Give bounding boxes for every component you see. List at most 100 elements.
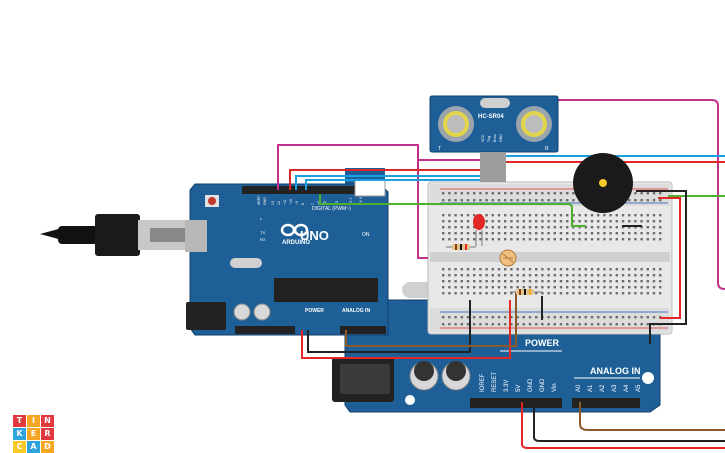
breadboard-hole[interactable] — [634, 292, 637, 295]
breadboard-hole[interactable] — [473, 232, 476, 235]
breadboard-hole[interactable] — [466, 292, 470, 295]
breadboard-hole[interactable] — [566, 274, 569, 277]
breadboard-hole[interactable] — [634, 238, 637, 241]
breadboard-hole[interactable] — [646, 286, 649, 289]
breadboard-hole[interactable] — [628, 220, 631, 223]
breadboard-hole[interactable] — [559, 268, 563, 271]
breadboard-hole[interactable] — [652, 232, 656, 235]
breadboard-hole[interactable] — [659, 214, 662, 217]
breadboard-hole[interactable] — [659, 192, 662, 195]
breadboard-hole[interactable] — [646, 192, 649, 195]
breadboard-hole[interactable] — [522, 214, 525, 217]
breadboard-hole[interactable] — [597, 316, 600, 319]
breadboard-hole[interactable] — [491, 214, 494, 217]
breadboard-hole[interactable] — [535, 323, 538, 326]
wire-red-bottom-right[interactable] — [521, 402, 725, 449]
breadboard-hole[interactable] — [590, 214, 594, 217]
breadboard-hole[interactable] — [547, 316, 550, 319]
breadboard-hole[interactable] — [479, 274, 482, 277]
breadboard-hole[interactable] — [491, 220, 494, 223]
breadboard-hole[interactable] — [559, 274, 563, 277]
breadboard-hole[interactable] — [485, 214, 488, 217]
breadboard-hole[interactable] — [615, 280, 618, 283]
breadboard-hole[interactable] — [640, 238, 643, 241]
breadboard-hole[interactable] — [634, 226, 637, 229]
breadboard-hole[interactable] — [646, 274, 649, 277]
breadboard-hole[interactable] — [473, 192, 476, 195]
breadboard-hole[interactable] — [578, 274, 581, 277]
breadboard-hole[interactable] — [646, 238, 649, 241]
breadboard-hole[interactable] — [621, 316, 625, 319]
breadboard-hole[interactable] — [640, 292, 643, 295]
breadboard-hole[interactable] — [466, 226, 470, 229]
breadboard-hole[interactable] — [640, 199, 643, 202]
breadboard-hole[interactable] — [448, 220, 451, 223]
breadboard-hole[interactable] — [578, 316, 581, 319]
breadboard-hole[interactable] — [535, 192, 538, 195]
breadboard-hole[interactable] — [528, 280, 532, 283]
breadboard-hole[interactable] — [528, 199, 532, 202]
breadboard-hole[interactable] — [510, 274, 513, 277]
wire-red-bottom[interactable] — [301, 300, 511, 359]
breadboard-hole[interactable] — [491, 199, 494, 202]
breadboard-hole[interactable] — [584, 226, 587, 229]
breadboard-hole[interactable] — [634, 220, 637, 223]
breadboard-hole[interactable] — [584, 274, 587, 277]
breadboard-hole[interactable] — [497, 220, 501, 223]
breadboard-hole[interactable] — [454, 274, 457, 277]
breadboard-hole[interactable] — [516, 199, 519, 202]
breadboard-hole[interactable] — [516, 316, 519, 319]
breadboard-hole[interactable] — [504, 286, 507, 289]
breadboard-hole[interactable] — [442, 238, 445, 241]
breadboard-hole[interactable] — [597, 280, 600, 283]
breadboard-hole[interactable] — [628, 199, 631, 202]
breadboard-hole[interactable] — [535, 232, 538, 235]
breadboard-hole[interactable] — [473, 316, 476, 319]
breadboard-hole[interactable] — [566, 286, 569, 289]
breadboard-hole[interactable] — [628, 286, 631, 289]
photoresistor[interactable] — [499, 249, 517, 267]
breadboard-hole[interactable] — [590, 274, 594, 277]
breadboard-hole[interactable] — [535, 286, 538, 289]
breadboard-hole[interactable] — [578, 232, 581, 235]
breadboard-hole[interactable] — [609, 316, 612, 319]
breadboard-hole[interactable] — [615, 226, 618, 229]
breadboard-hole[interactable] — [454, 268, 457, 271]
breadboard-hole[interactable] — [522, 316, 525, 319]
breadboard-hole[interactable] — [547, 199, 550, 202]
breadboard-hole[interactable] — [559, 280, 563, 283]
wire-red-bb[interactable] — [658, 197, 681, 319]
breadboard-hole[interactable] — [491, 292, 494, 295]
breadboard-hole[interactable] — [442, 274, 445, 277]
breadboard-hole[interactable] — [590, 286, 594, 289]
breadboard-hole[interactable] — [584, 220, 587, 223]
breadboard-hole[interactable] — [466, 220, 470, 223]
breadboard-hole[interactable] — [466, 199, 470, 202]
breadboard-hole[interactable] — [646, 214, 649, 217]
breadboard-hole[interactable] — [504, 316, 507, 319]
breadboard-hole[interactable] — [454, 316, 457, 319]
breadboard-hole[interactable] — [603, 274, 606, 277]
breadboard-hole[interactable] — [628, 292, 631, 295]
breadboard-hole[interactable] — [504, 292, 507, 295]
breadboard-hole[interactable] — [659, 220, 662, 223]
wire-black-bottom[interactable] — [307, 300, 471, 353]
breadboard-hole[interactable] — [528, 323, 532, 326]
breadboard-hole[interactable] — [491, 226, 494, 229]
breadboard-hole[interactable] — [479, 316, 482, 319]
breadboard-hole[interactable] — [454, 192, 457, 195]
breadboard-hole[interactable] — [541, 280, 544, 283]
breadboard-hole[interactable] — [454, 226, 457, 229]
breadboard-hole[interactable] — [510, 316, 513, 319]
breadboard-hole[interactable] — [578, 268, 581, 271]
breadboard-hole[interactable] — [559, 286, 563, 289]
breadboard-hole[interactable] — [621, 280, 625, 283]
breadboard-hole[interactable] — [522, 220, 525, 223]
breadboard-hole[interactable] — [584, 238, 587, 241]
breadboard[interactable] — [427, 181, 673, 335]
breadboard-hole[interactable] — [479, 238, 482, 241]
breadboard-hole[interactable] — [516, 232, 519, 235]
breadboard-hole[interactable] — [652, 286, 656, 289]
breadboard-hole[interactable] — [510, 268, 513, 271]
breadboard-hole[interactable] — [566, 292, 569, 295]
